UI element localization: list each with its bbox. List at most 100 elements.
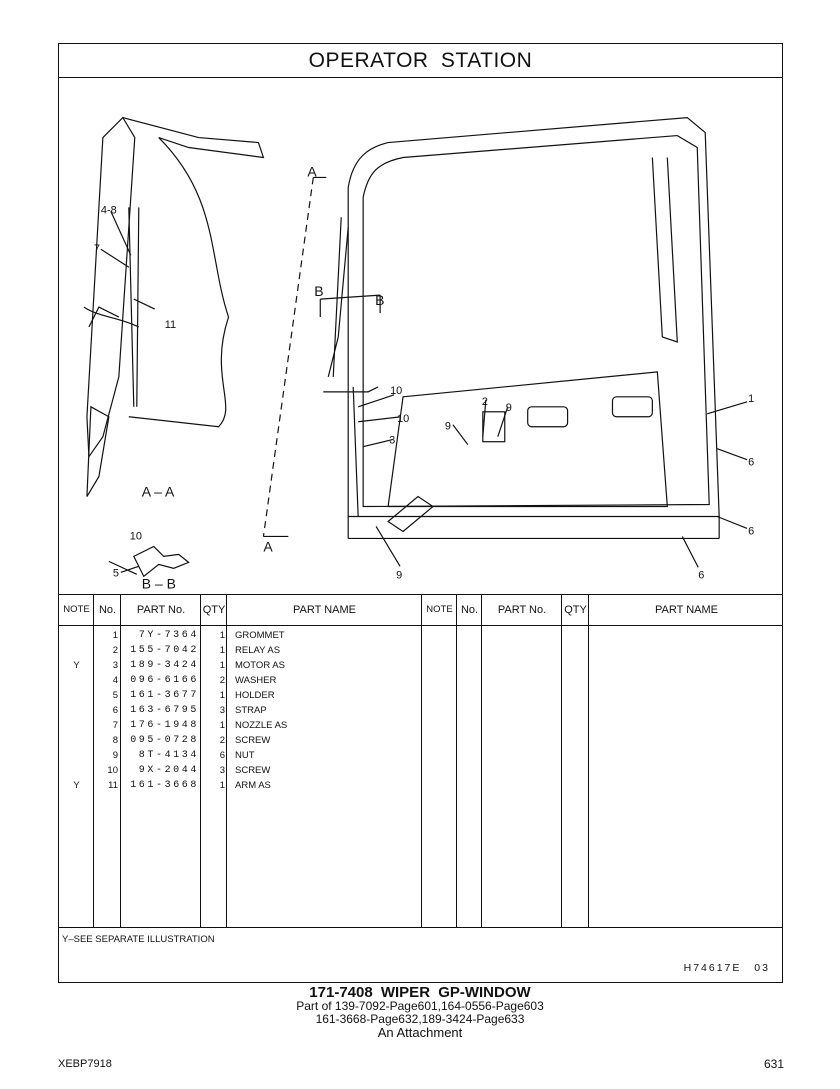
part-name: MOTOR AS [235,660,285,671]
part-number: 9X-2044 [138,765,199,776]
parts-illustration: 4-8 7 11 A – A 10 5 B – B A A B B 10 10 … [83,116,754,591]
callout: 9 [445,421,451,433]
header-part-no-right: PART No. [497,604,547,616]
item-number: 9 [112,750,118,761]
part-name: WASHER [235,675,277,686]
item-number: 1 [112,630,118,641]
section-label: A – A [142,484,175,500]
item-number: 3 [112,660,118,671]
window-glass-section [128,137,230,428]
parts-table: NOTE No. PART No. QTY PART NAME NOTE No.… [59,594,782,928]
quantity: 1 [219,690,225,701]
motor [387,495,434,533]
quantity: 2 [219,735,225,746]
part-number: 176-1948 [130,720,199,731]
item-number: 10 [107,765,118,776]
callout: 11 [165,319,176,331]
header-note-right: NOTE [426,604,453,615]
section-label: B – B [142,575,176,591]
caption-line: Part of 139-7092-Page601,164-0556-Page60… [296,999,544,1013]
group-caption: 171-7408 WIPER GP-WINDOW Part of 139-709… [0,985,840,1039]
table-row: Y 3 189-3424 1 MOTOR AS [59,658,422,673]
table-row: 1 7Y-7364 1 GROMMET [59,628,422,643]
door-panel [387,371,668,508]
part-name: GROMMET [235,630,285,641]
item-number: 6 [112,705,118,716]
callout: 1 [748,393,754,405]
header-no-right: No. [460,604,479,616]
quantity: 1 [219,630,225,641]
part-name: HOLDER [235,690,275,701]
header-note: NOTE [63,604,90,615]
caption-line: 161-3668-Page632,189-3424-Page633 [315,1012,525,1026]
section-label: A [263,538,273,554]
item-number: 7 [112,720,118,731]
item-number: 8 [112,735,118,746]
quantity: 2 [219,675,225,686]
callout: 4-8 [101,204,117,216]
quantity: 1 [219,780,225,791]
part-name: ARM AS [235,780,271,791]
item-number: 5 [112,690,118,701]
quantity: 1 [219,720,225,731]
callout: 5 [113,567,119,579]
part-name: RELAY AS [235,645,281,656]
part-number: 161-3677 [130,690,199,701]
part-number: 161-3668 [130,780,199,791]
callout: 9 [506,402,512,414]
part-number: 163-6795 [130,705,199,716]
header-no: No. [98,604,117,616]
footnote: Y–SEE SEPARATE ILLUSTRATION [62,934,215,945]
callout: 10 [390,385,402,397]
table-row: Y 11 161-3668 1 ARM AS [59,778,422,793]
part-number: 189-3424 [130,660,199,671]
table-row: 7 176-1948 1 NOZZLE AS [59,718,422,733]
callout: 3 [389,435,395,447]
callout: 10 [130,530,142,542]
item-number: 2 [112,645,118,656]
part-number: 096-6166 [130,675,199,686]
cab-pillar-section [86,116,136,459]
table-header: NOTE No. PART No. QTY PART NAME NOTE No.… [59,595,782,626]
callout: 6 [748,457,754,469]
part-name: SCREW [235,735,271,746]
section-line-a [262,177,314,537]
callout: 6 [698,569,704,581]
section-label: A [307,163,317,179]
header-qty-right: QTY [564,604,587,616]
door-frame [347,116,720,518]
quantity: 1 [219,645,225,656]
table-row: 2 155-7042 1 RELAY AS [59,643,422,658]
note: Y [73,660,80,671]
part-number: 7Y-7364 [138,630,199,641]
part-name: NOZZLE AS [235,720,288,731]
page-number: 631 [763,1057,784,1071]
quantity: 1 [219,660,225,671]
callout: 2 [482,396,488,408]
quantity: 6 [219,750,225,761]
holder-detail [132,545,190,578]
part-number: 095-0728 [130,735,199,746]
note: Y [73,780,80,791]
part-number: 8T-4134 [138,750,199,761]
wiper-arm [327,217,349,378]
header-part-name-right: PART NAME [655,604,718,616]
section-label: B [314,283,323,299]
callout: 7 [94,243,100,255]
table-footer: Y–SEE SEPARATE ILLUSTRATION H74617E 03 [59,928,782,982]
item-number: 11 [108,780,118,791]
caption-line: An Attachment [377,1025,463,1040]
quantity: 3 [219,705,225,716]
catalog-frame: OPERATOR STATION [58,43,783,983]
section-label: B [375,292,384,308]
part-number: 155-7042 [130,645,199,656]
group-title: 171-7408 WIPER GP-WINDOW [309,984,531,1001]
callout: 9 [396,569,402,581]
part-name: SCREW [235,765,271,776]
illustration-code: H74617E 03 [683,962,770,974]
publication-number: XEBP7918 [58,1058,112,1070]
header-part-name: PART NAME [293,604,356,616]
